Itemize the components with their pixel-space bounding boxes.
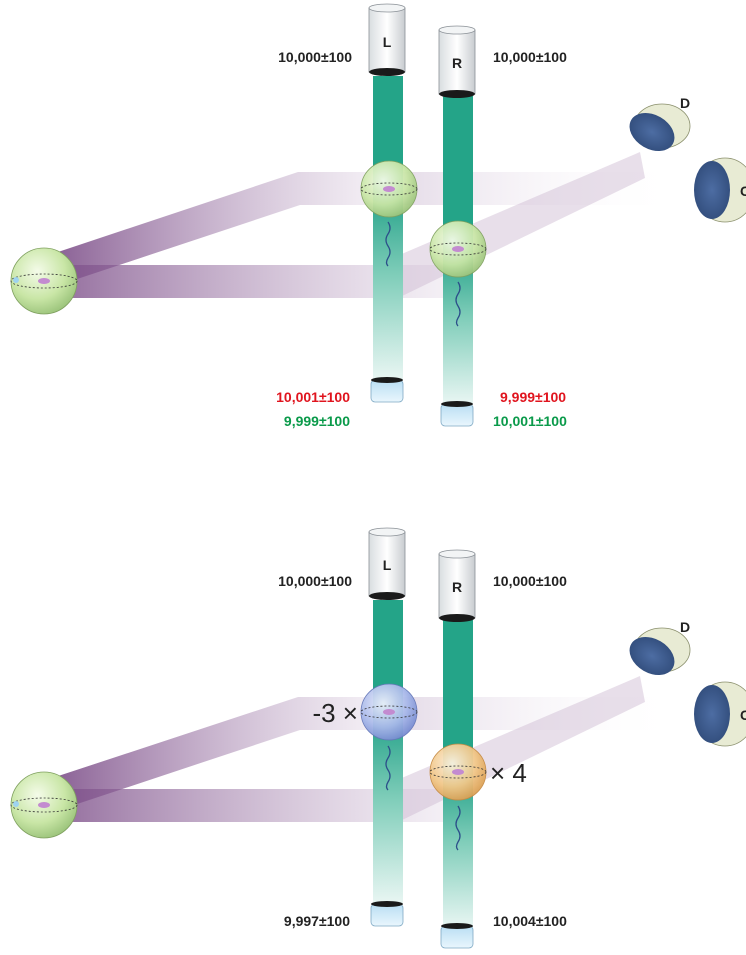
photon-squiggle-L-2 xyxy=(385,745,391,791)
detector-R-label: R xyxy=(452,55,462,71)
beam-source-lower xyxy=(44,265,455,298)
detector-L-label: L xyxy=(383,34,392,50)
beam-source-lower-2 xyxy=(44,789,455,822)
detector-cup-R-2 xyxy=(440,923,474,949)
count-R-bottom-green: 10,001±100 xyxy=(493,413,567,429)
count-R-top: 10,000±100 xyxy=(493,49,567,65)
beamsplitter-sphere-orange xyxy=(429,743,487,801)
count-L-bottom-green: 9,999±100 xyxy=(284,413,350,429)
detector-cup-L xyxy=(370,377,404,403)
detector-D-2: D xyxy=(629,619,691,675)
count-L-top-2: 10,000±100 xyxy=(278,573,352,589)
detector-C-label: C xyxy=(740,183,746,199)
count-R-top-2: 10,000±100 xyxy=(493,573,567,589)
detector-L-label-2: L xyxy=(383,557,392,573)
beam-L-lower-2 xyxy=(373,712,403,904)
beamsplitter-sphere-L xyxy=(360,160,418,218)
beam-L-lower xyxy=(373,188,403,380)
photon-squiggle-R-2 xyxy=(455,805,461,851)
detector-D-label: D xyxy=(680,95,690,111)
count-R-bottom-red: 9,999±100 xyxy=(500,389,566,405)
detector-cup-L-2 xyxy=(370,901,404,927)
multiplier-right: × 4 xyxy=(490,758,527,788)
beam-source-upper xyxy=(40,172,380,290)
detector-cylinder-R-2: R xyxy=(438,549,476,622)
detector-cylinder-L-2: L xyxy=(368,527,406,600)
beamsplitter-sphere-R xyxy=(429,220,487,278)
beamsplitter-sphere-blue xyxy=(360,683,418,741)
beam-source-upper-2 xyxy=(40,697,380,815)
multiplier-left: -3 × xyxy=(312,698,358,728)
detector-D-label-2: D xyxy=(680,619,690,635)
source-sphere-2 xyxy=(10,771,78,839)
detector-C-2: C xyxy=(694,681,746,747)
count-L-bottom-red: 10,001±100 xyxy=(276,389,350,405)
detector-D: D xyxy=(629,95,691,151)
detector-cylinder-L: L xyxy=(368,3,406,76)
count-R-bottom-2: 10,004±100 xyxy=(493,913,567,929)
detector-cup-R xyxy=(440,401,474,427)
detector-C-label-2: C xyxy=(740,707,746,723)
photon-squiggle-R xyxy=(455,281,461,327)
photon-squiggle-L xyxy=(385,221,391,267)
detector-cylinder-R: R xyxy=(438,25,476,98)
detector-R-label-2: R xyxy=(452,579,462,595)
detector-C: C xyxy=(694,157,746,223)
source-sphere xyxy=(10,247,78,315)
bottom-panel: -3 × × 4 L R D xyxy=(10,527,746,949)
count-L-bottom-2: 9,997±100 xyxy=(284,913,350,929)
count-L-top: 10,000±100 xyxy=(278,49,352,65)
top-panel: L R D C 10,000±100 10,00 xyxy=(10,3,746,429)
